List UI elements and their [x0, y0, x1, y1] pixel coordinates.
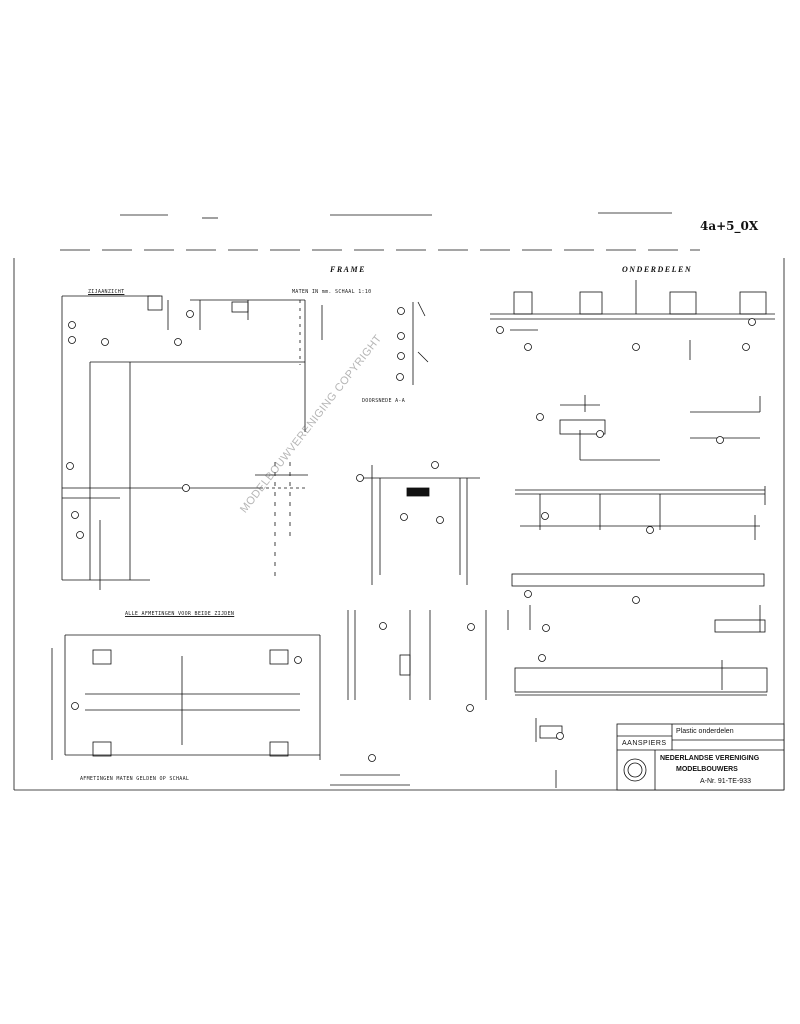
- parts-row-5: [514, 654, 768, 696]
- title-block-org-line2: MODELBOUWERS: [676, 766, 738, 773]
- label-alle-afmetingen: ALLE AFMETINGEN VOOR BEIDE ZIJDEN: [125, 611, 235, 617]
- heading-frame: FRAME: [330, 265, 366, 274]
- handwritten-reference-note: 4a+5_0X: [700, 219, 759, 233]
- label-zijaanzicht: ZIJAANZICHT: [88, 289, 125, 295]
- title-block-org-line1: NEDERLANDSE VERENIGING: [660, 755, 760, 762]
- label-doorsnede: DOORSNEDE A-A: [362, 398, 406, 404]
- title-block-drawing-number: A-Nr. 91-TE-933: [700, 778, 751, 785]
- title-block-title: Plastic onderdelen: [676, 728, 734, 735]
- title-block-frame: [616, 723, 785, 791]
- frame-end-view: [356, 461, 480, 585]
- heading-onderdelen: ONDERDELEN: [622, 265, 693, 274]
- label-maten: MATEN IN mm. SCHAAL 1:10: [292, 289, 372, 295]
- small-bracket-detail: [535, 718, 564, 788]
- parts-long-bar: [515, 486, 766, 540]
- nvm-seal-logo-icon: [624, 759, 646, 781]
- side-view: [51, 634, 321, 760]
- parts-row-2: [536, 395, 761, 461]
- parts-row-4: [507, 573, 766, 633]
- section-aa-detail: [396, 301, 429, 385]
- frame-plan-view: [61, 295, 306, 590]
- label-bottom-note: AFMETINGEN MATEN GELDEN OP SCHAAL: [80, 776, 190, 782]
- center-bottom-details: [330, 610, 487, 786]
- parts-strip-top: [490, 280, 775, 360]
- title-block-subject: AANSPIERS: [622, 740, 667, 747]
